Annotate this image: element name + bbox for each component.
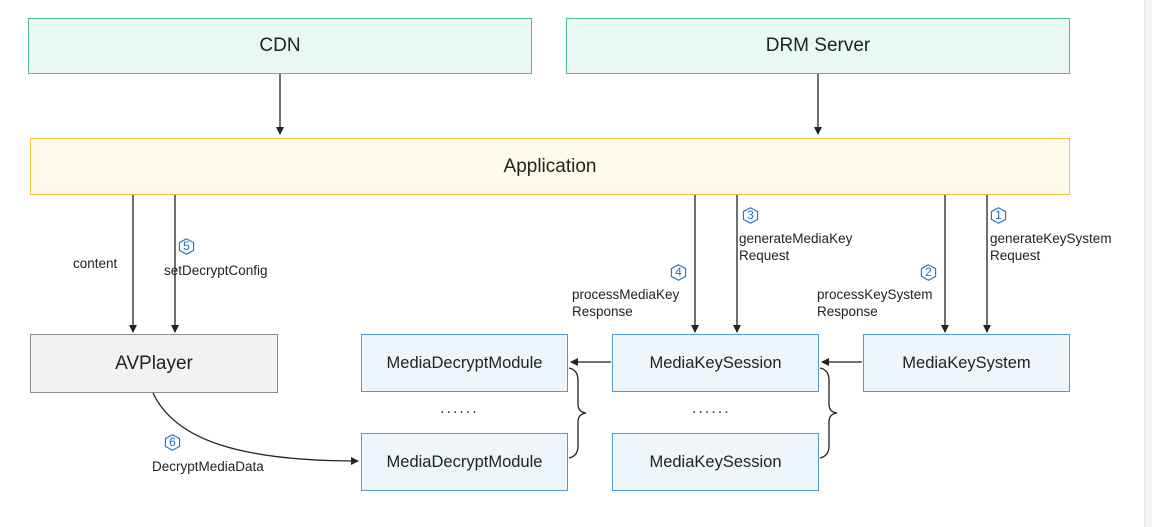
hexagon-icon [164, 434, 181, 451]
step-badge-3: 3 [742, 207, 759, 224]
media-decrypt-module-box-2: MediaDecryptModule [361, 433, 568, 491]
process-key-system-response-line-2: Response [817, 304, 878, 319]
generate-media-key-request-line-2: Request [739, 248, 790, 263]
media-key-system-box: MediaKeySystem [863, 334, 1070, 392]
set-decrypt-config-label: setDecryptConfig [164, 263, 268, 278]
step-number-4: 4 [675, 265, 682, 279]
content-label: content [73, 256, 118, 271]
generate-media-key-request-line-1: generateMediaKey [739, 231, 853, 246]
step-badge-2: 2 [920, 264, 937, 281]
avplayer-label: AVPlayer [115, 352, 193, 374]
brace-key-sessions [819, 367, 838, 459]
ellipsis-decrypt-modules: ...... [440, 400, 479, 417]
process-key-system-response-label: processKeySystem Response [817, 286, 933, 320]
cdn-label: CDN [259, 35, 301, 56]
step-number-3: 3 [747, 208, 754, 222]
process-media-key-response-label: processMediaKey Response [572, 286, 679, 320]
hexagon-icon [178, 238, 195, 255]
application-label: Application [503, 155, 597, 177]
process-key-system-response-line-1: processKeySystem [817, 287, 933, 302]
media-key-session-box-1: MediaKeySession [612, 334, 819, 392]
step-badge-1: 1 [990, 207, 1007, 224]
media-decrypt-module-label-1: MediaDecryptModule [386, 353, 543, 372]
application-box: Application [30, 138, 1070, 195]
process-media-key-response-line-2: Response [572, 304, 633, 319]
step-number-1: 1 [995, 208, 1002, 222]
step-badge-5: 5 [178, 238, 195, 255]
step-number-6: 6 [169, 435, 176, 449]
process-media-key-response-line-1: processMediaKey [572, 287, 680, 302]
generate-media-key-request-label: generateMediaKey Request [739, 230, 852, 264]
scrollbar-track[interactable] [1144, 0, 1152, 527]
media-decrypt-module-label-2: MediaDecryptModule [386, 452, 543, 471]
brace-decrypt-modules [568, 367, 587, 459]
generate-key-system-request-label: generateKeySystem Request [990, 230, 1112, 264]
generate-key-system-request-line-2: Request [990, 248, 1041, 263]
media-decrypt-module-box-1: MediaDecryptModule [361, 334, 568, 392]
hexagon-icon [920, 264, 937, 281]
cdn-box: CDN [28, 18, 532, 74]
media-key-system-label: MediaKeySystem [902, 353, 1031, 372]
edge-decrypt-media-data [152, 392, 359, 465]
media-key-session-box-2: MediaKeySession [612, 433, 819, 491]
generate-key-system-request-line-1: generateKeySystem [990, 231, 1112, 246]
media-key-session-label-2: MediaKeySession [649, 452, 782, 471]
hexagon-icon [670, 264, 687, 281]
decrypt-media-data-label: DecryptMediaData [152, 459, 264, 474]
step-badge-4: 4 [670, 264, 687, 281]
drm-server-label: DRM Server [765, 35, 871, 56]
step-number-2: 2 [925, 265, 932, 279]
avplayer-box: AVPlayer [30, 334, 278, 393]
drm-server-box: DRM Server [566, 18, 1070, 74]
ellipsis-key-sessions: ...... [692, 400, 731, 417]
step-number-5: 5 [183, 239, 190, 253]
media-key-session-label-1: MediaKeySession [649, 353, 782, 372]
step-badge-6: 6 [164, 434, 181, 451]
hexagon-icon [990, 207, 1007, 224]
hexagon-icon [742, 207, 759, 224]
